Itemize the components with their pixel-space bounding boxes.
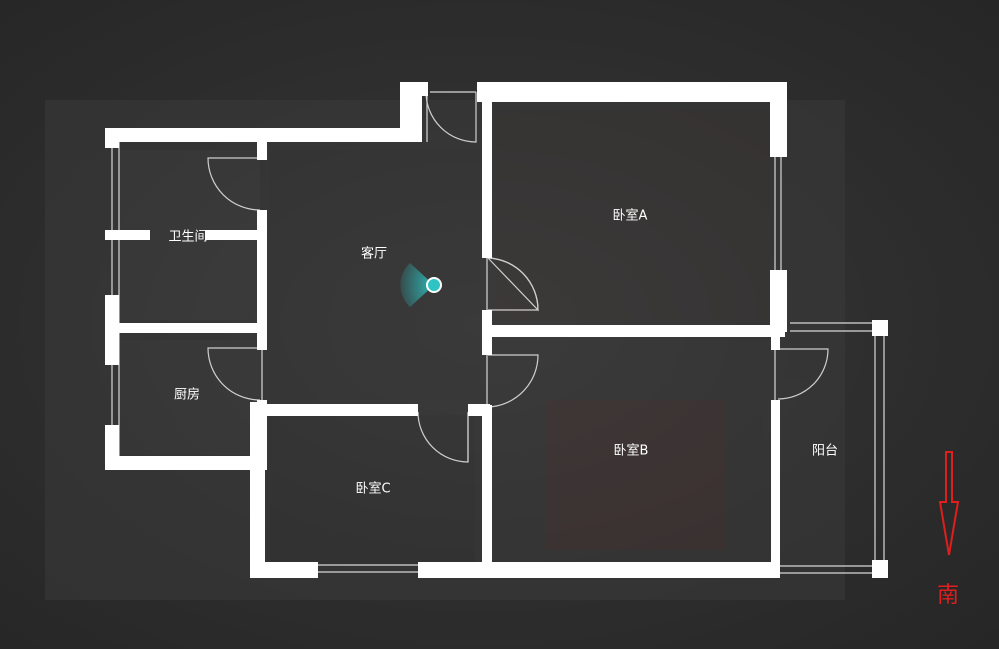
- room-label-kitchen: 厨房: [174, 387, 200, 403]
- room-label-balcony: 阳台: [812, 444, 838, 459]
- room-label-bedroom-a: 卧室A: [613, 208, 648, 224]
- viewpoint-dot[interactable]: [426, 277, 442, 293]
- door-swings: [207, 91, 829, 463]
- walls: [105, 82, 888, 578]
- compass-label: 南: [937, 583, 959, 608]
- compass: 南: [937, 451, 960, 608]
- room-labels: 卫生间 客厅 卧室A 厨房 卧室B 阳台 卧室C: [168, 208, 838, 497]
- south-arrow-icon: [938, 451, 960, 556]
- door-entry: [425, 91, 477, 143]
- field-of-view-cone: [400, 263, 434, 307]
- door-bedroom-c: [417, 411, 469, 463]
- room-label-bedroom-b: 卧室B: [614, 443, 649, 459]
- room-backgrounds: [45, 100, 845, 600]
- door-bathroom: [207, 157, 261, 211]
- room-label-bathroom: 卫生间: [168, 230, 207, 245]
- door-kitchen: [207, 347, 261, 401]
- door-bedroom-a-arc: [487, 257, 539, 311]
- room-label-living-room: 客厅: [361, 246, 387, 262]
- viewpoint-marker[interactable]: [400, 263, 442, 307]
- room-label-bedroom-c: 卧室C: [355, 481, 390, 497]
- door-balcony: [777, 348, 829, 400]
- door-bedroom-b: [487, 354, 539, 408]
